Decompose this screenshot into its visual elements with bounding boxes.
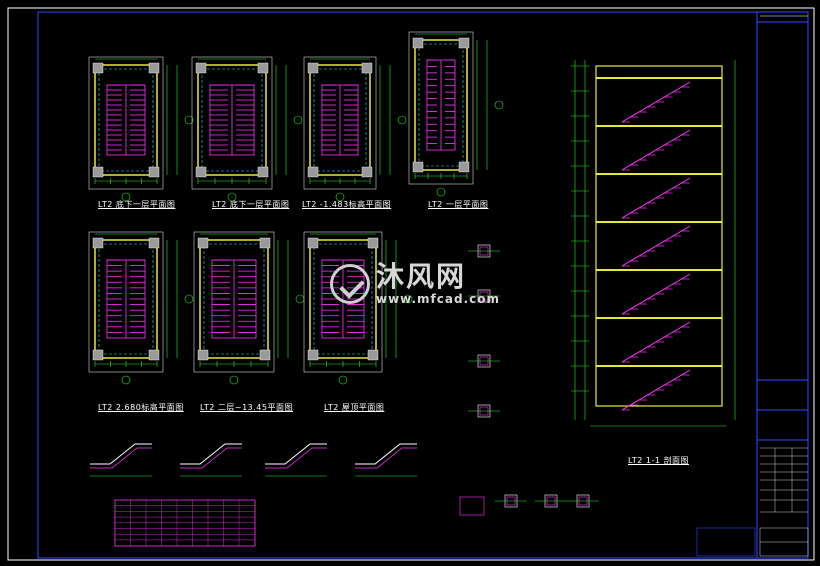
plan-label-1: LT2 底下一层平面图 — [98, 200, 176, 209]
floor-plan-7 — [303, 231, 413, 385]
stair-slab-detail-4 — [355, 443, 417, 477]
detail-drawings-group — [90, 244, 599, 547]
floor-plans-group — [88, 31, 504, 385]
title-block-grid — [759, 447, 809, 557]
watermark-url: www.mfcad.com — [376, 292, 500, 306]
watermark-name: 沐风网 — [376, 260, 467, 293]
section-detail-7 — [567, 494, 599, 508]
plan-label-3: LT2 -1.483标高平面图 — [302, 200, 392, 209]
plan-label-4: LT2 一层平面图 — [428, 200, 489, 209]
plan-label-7: LT2 屋顶平面图 — [324, 403, 385, 412]
stair-slab-detail-1 — [90, 443, 152, 477]
watermark-logo-icon — [330, 264, 370, 304]
rebar-schedule-table — [114, 496, 485, 547]
plan-label-5: LT2 2.680标高平面图 — [98, 403, 184, 412]
inner-border — [37, 11, 809, 559]
watermark: 沐风网 www.mfcad.com — [330, 262, 500, 306]
section-detail-2 — [468, 289, 500, 303]
floor-plan-2 — [191, 56, 303, 202]
floor-plan-6 — [193, 231, 305, 385]
stamp-box — [696, 527, 756, 557]
stair-section-group — [571, 60, 736, 427]
section-detail-6 — [535, 494, 567, 508]
section-label: LT2 1-1 剖面图 — [628, 456, 689, 465]
stair-slab-detail-2 — [180, 443, 242, 477]
floor-plan-1 — [88, 56, 194, 202]
floor-plan-4 — [408, 31, 504, 197]
section-detail-1 — [468, 244, 500, 258]
plan-label-2: LT2 底下一层平面图 — [212, 200, 290, 209]
section-detail-5 — [495, 494, 527, 508]
floor-plan-3 — [303, 56, 407, 202]
section-detail-4 — [468, 404, 500, 418]
outer-border — [7, 7, 815, 561]
section-detail-3 — [468, 354, 500, 368]
stair-slab-detail-3 — [265, 443, 327, 477]
floor-plan-5 — [88, 231, 194, 385]
plan-label-6: LT2 二层~13.45平面图 — [200, 403, 293, 412]
